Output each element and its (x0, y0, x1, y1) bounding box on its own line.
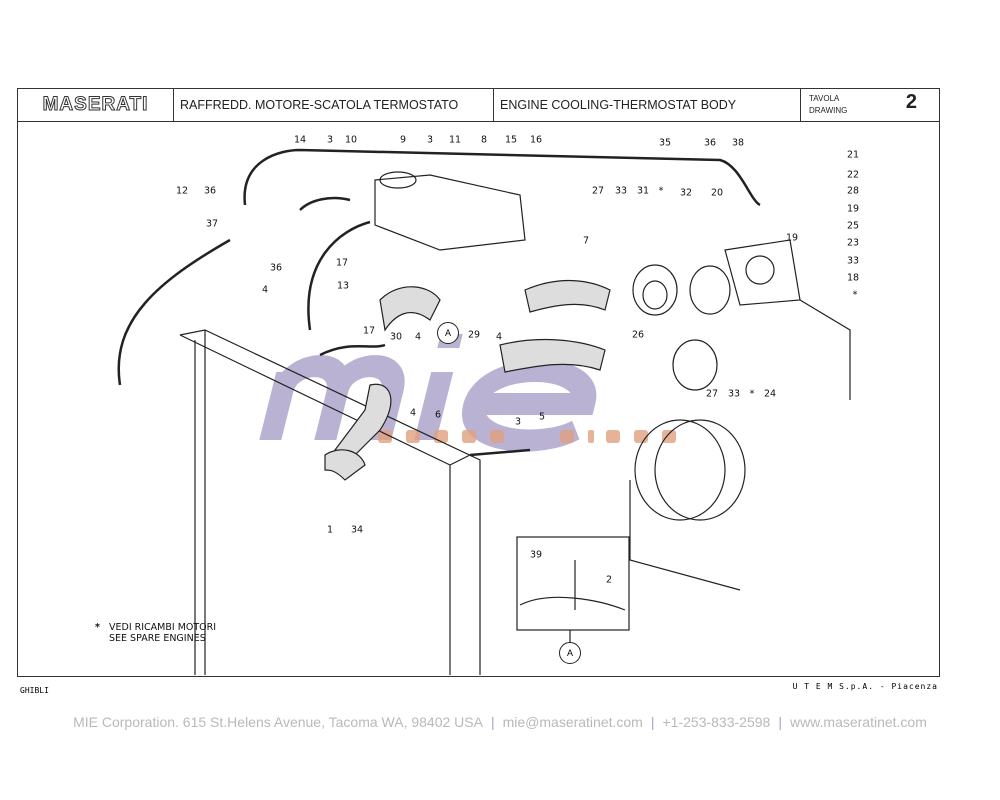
callout-number: 6 (434, 409, 442, 421)
contact-address: MIE Corporation. 615 St.Helens Avenue, T… (73, 714, 483, 730)
callout-number: 17 (335, 257, 349, 269)
callout-number: 30 (389, 331, 403, 343)
note-line-2: SEE SPARE ENGINES (109, 633, 206, 644)
contact-phone: +1-253-833-2598 (662, 714, 771, 730)
callout-number: 3 (326, 134, 334, 146)
tavola-label: TAVOLA (809, 94, 840, 103)
contact-website[interactable]: www.maseratinet.com (789, 714, 927, 730)
callout-number: 3 (426, 134, 434, 146)
callout-number: 12 (175, 185, 189, 197)
textured-hoses (324, 280, 611, 481)
callout-number: 7 (582, 235, 590, 247)
callout-number: 33 (727, 388, 741, 400)
drawing-frame: MASERATI RAFFREDD. MOTORE-SCATOLA TERMOS… (17, 88, 940, 677)
callout-number: 33 (614, 185, 628, 197)
callout-number: 21 (846, 149, 860, 161)
callout-number: 26 (631, 329, 645, 341)
callout-number: 27 (705, 388, 719, 400)
hoses (117, 148, 761, 457)
title-block: MASERATI RAFFREDD. MOTORE-SCATOLA TERMOS… (18, 89, 939, 122)
callout-number: 5 (538, 411, 546, 423)
callout-number: 8 (480, 134, 488, 146)
callout-number: 10 (344, 134, 358, 146)
contact-email[interactable]: mie@maseratinet.com (502, 714, 643, 730)
callout-number: 36 (269, 262, 283, 274)
callout-number: 37 (205, 218, 219, 230)
callout-number: 32 (679, 187, 693, 199)
callout-number: 27 (591, 185, 605, 197)
callout-number: 31 (636, 185, 650, 197)
callout-number: 36 (203, 185, 217, 197)
drawing-label: DRAWING (809, 106, 848, 115)
contact-bar: MIE Corporation. 615 St.Helens Avenue, T… (73, 714, 927, 730)
callout-number: 17 (362, 325, 376, 337)
callout-number: 4 (414, 331, 422, 343)
callout-number: 1 (326, 524, 334, 536)
callout-number: 13 (336, 280, 350, 292)
callout-number: 38 (731, 137, 745, 149)
callout-number: * (749, 388, 755, 400)
callout-number: 28 (846, 185, 860, 197)
callout-number: 3 (514, 416, 522, 428)
detail-a-inset (516, 536, 630, 643)
callout-number: 20 (710, 187, 724, 199)
callout-number: 35 (658, 137, 672, 149)
publisher: U T E M S.p.A. - Piacenza (792, 682, 938, 691)
callout-number: 23 (846, 237, 860, 249)
detail-marker-a: A (437, 322, 459, 344)
thermostat-housing (632, 239, 801, 316)
callout-number: * (852, 289, 858, 301)
callout-number: 39 (529, 549, 543, 561)
callout-number: 4 (261, 284, 269, 296)
callout-number: 9 (399, 134, 407, 146)
callout-number: 36 (703, 137, 717, 149)
note-line-1: VEDI RICAMBI MOTORI (109, 622, 217, 633)
title-english: ENGINE COOLING-THERMOSTAT BODY (494, 89, 801, 121)
callout-number: 2 (605, 574, 613, 586)
callout-number: 19 (785, 232, 799, 244)
callout-number: 14 (293, 134, 307, 146)
callout-number: 29 (467, 329, 481, 341)
maserati-logo: MASERATI (18, 89, 174, 121)
callout-number: 4 (409, 407, 417, 419)
callout-number: 25 (846, 220, 860, 232)
model-name: GHIBLI (20, 686, 49, 695)
callout-number: 34 (350, 524, 364, 536)
drawing-number: 2 (905, 91, 917, 113)
callout-number: * (658, 185, 664, 197)
spare-engines-note: * VEDI RICAMBI MOTORI SEE SPARE ENGINES (95, 622, 216, 644)
callout-number: 4 (495, 331, 503, 343)
callout-number: 33 (846, 255, 860, 267)
callout-number: 18 (846, 272, 860, 284)
asterisk-symbol: * (95, 622, 100, 633)
callout-number: 19 (846, 203, 860, 215)
title-italian: RAFFREDD. MOTORE-SCATOLA TERMOSTATO (174, 89, 494, 121)
expansion-tank (374, 171, 526, 251)
callout-number: 15 (504, 134, 518, 146)
callout-number: 11 (448, 134, 462, 146)
callout-number: 16 (529, 134, 543, 146)
engine-pulleys (629, 299, 851, 591)
callout-number: 22 (846, 169, 860, 181)
drawing-number-cell: TAVOLA DRAWING 2 (801, 89, 939, 121)
radiator (179, 329, 481, 675)
callout-number: 24 (763, 388, 777, 400)
detail-marker-a-inset: A (559, 642, 581, 664)
